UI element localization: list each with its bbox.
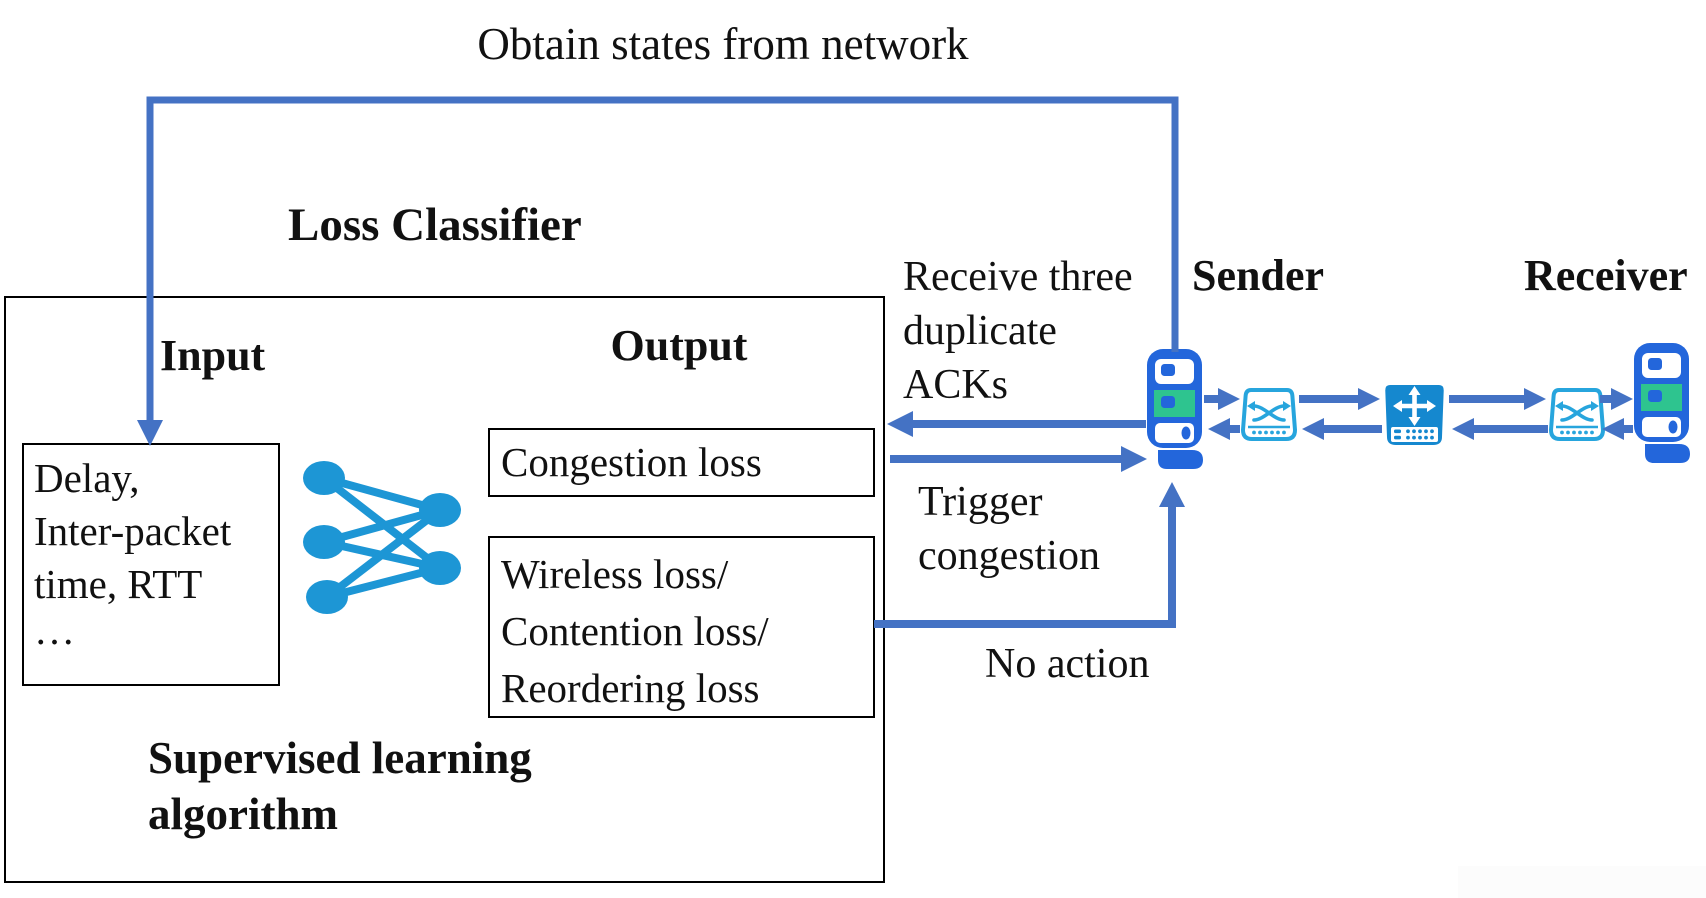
receive-acks-line: ACKs	[903, 362, 1009, 408]
input-feature-line: Inter-packet	[34, 508, 232, 554]
input-label: Input	[160, 331, 266, 380]
input-feature-line: time, RTT	[34, 561, 203, 607]
other-loss-line: Wireless loss/	[501, 551, 729, 597]
congestion-loss-box	[488, 428, 875, 497]
algorithm-caption-line: Supervised learning	[148, 733, 532, 783]
switch-icon	[1240, 387, 1298, 445]
output-label: Output	[610, 321, 748, 370]
congestion-loss-label: Congestion loss	[501, 439, 762, 485]
input-feature-line: Delay,	[34, 455, 140, 501]
trigger-congestion-arrow	[890, 446, 1147, 472]
input-feature-line: …	[34, 607, 81, 653]
switch-icon	[1548, 387, 1606, 445]
watermark-area	[1458, 866, 1706, 898]
sender-label: Sender	[1192, 251, 1324, 300]
receive-acks-line: Receive three	[903, 254, 1133, 300]
receive-acks-arrow	[887, 411, 1146, 437]
input-features-box	[22, 443, 280, 686]
router-icon	[1383, 383, 1446, 447]
no-action-label: No action	[985, 641, 1150, 687]
algorithm-caption-line: algorithm	[148, 789, 338, 839]
receive-acks-line: duplicate	[903, 308, 1057, 354]
trigger-congestion-line: Trigger	[918, 479, 1043, 525]
other-loss-box	[488, 536, 875, 718]
receiver-server-icon	[1633, 342, 1693, 464]
obtain-states-label: Obtain states from network	[477, 19, 969, 69]
other-loss-line: Contention loss/	[501, 608, 769, 654]
loss-classifier-title: Loss Classifier	[288, 199, 582, 251]
receiver-label: Receiver	[1524, 251, 1688, 300]
other-loss-line: Reordering loss	[501, 665, 760, 711]
trigger-congestion-line: congestion	[918, 533, 1100, 579]
sender-server-icon	[1146, 348, 1206, 470]
